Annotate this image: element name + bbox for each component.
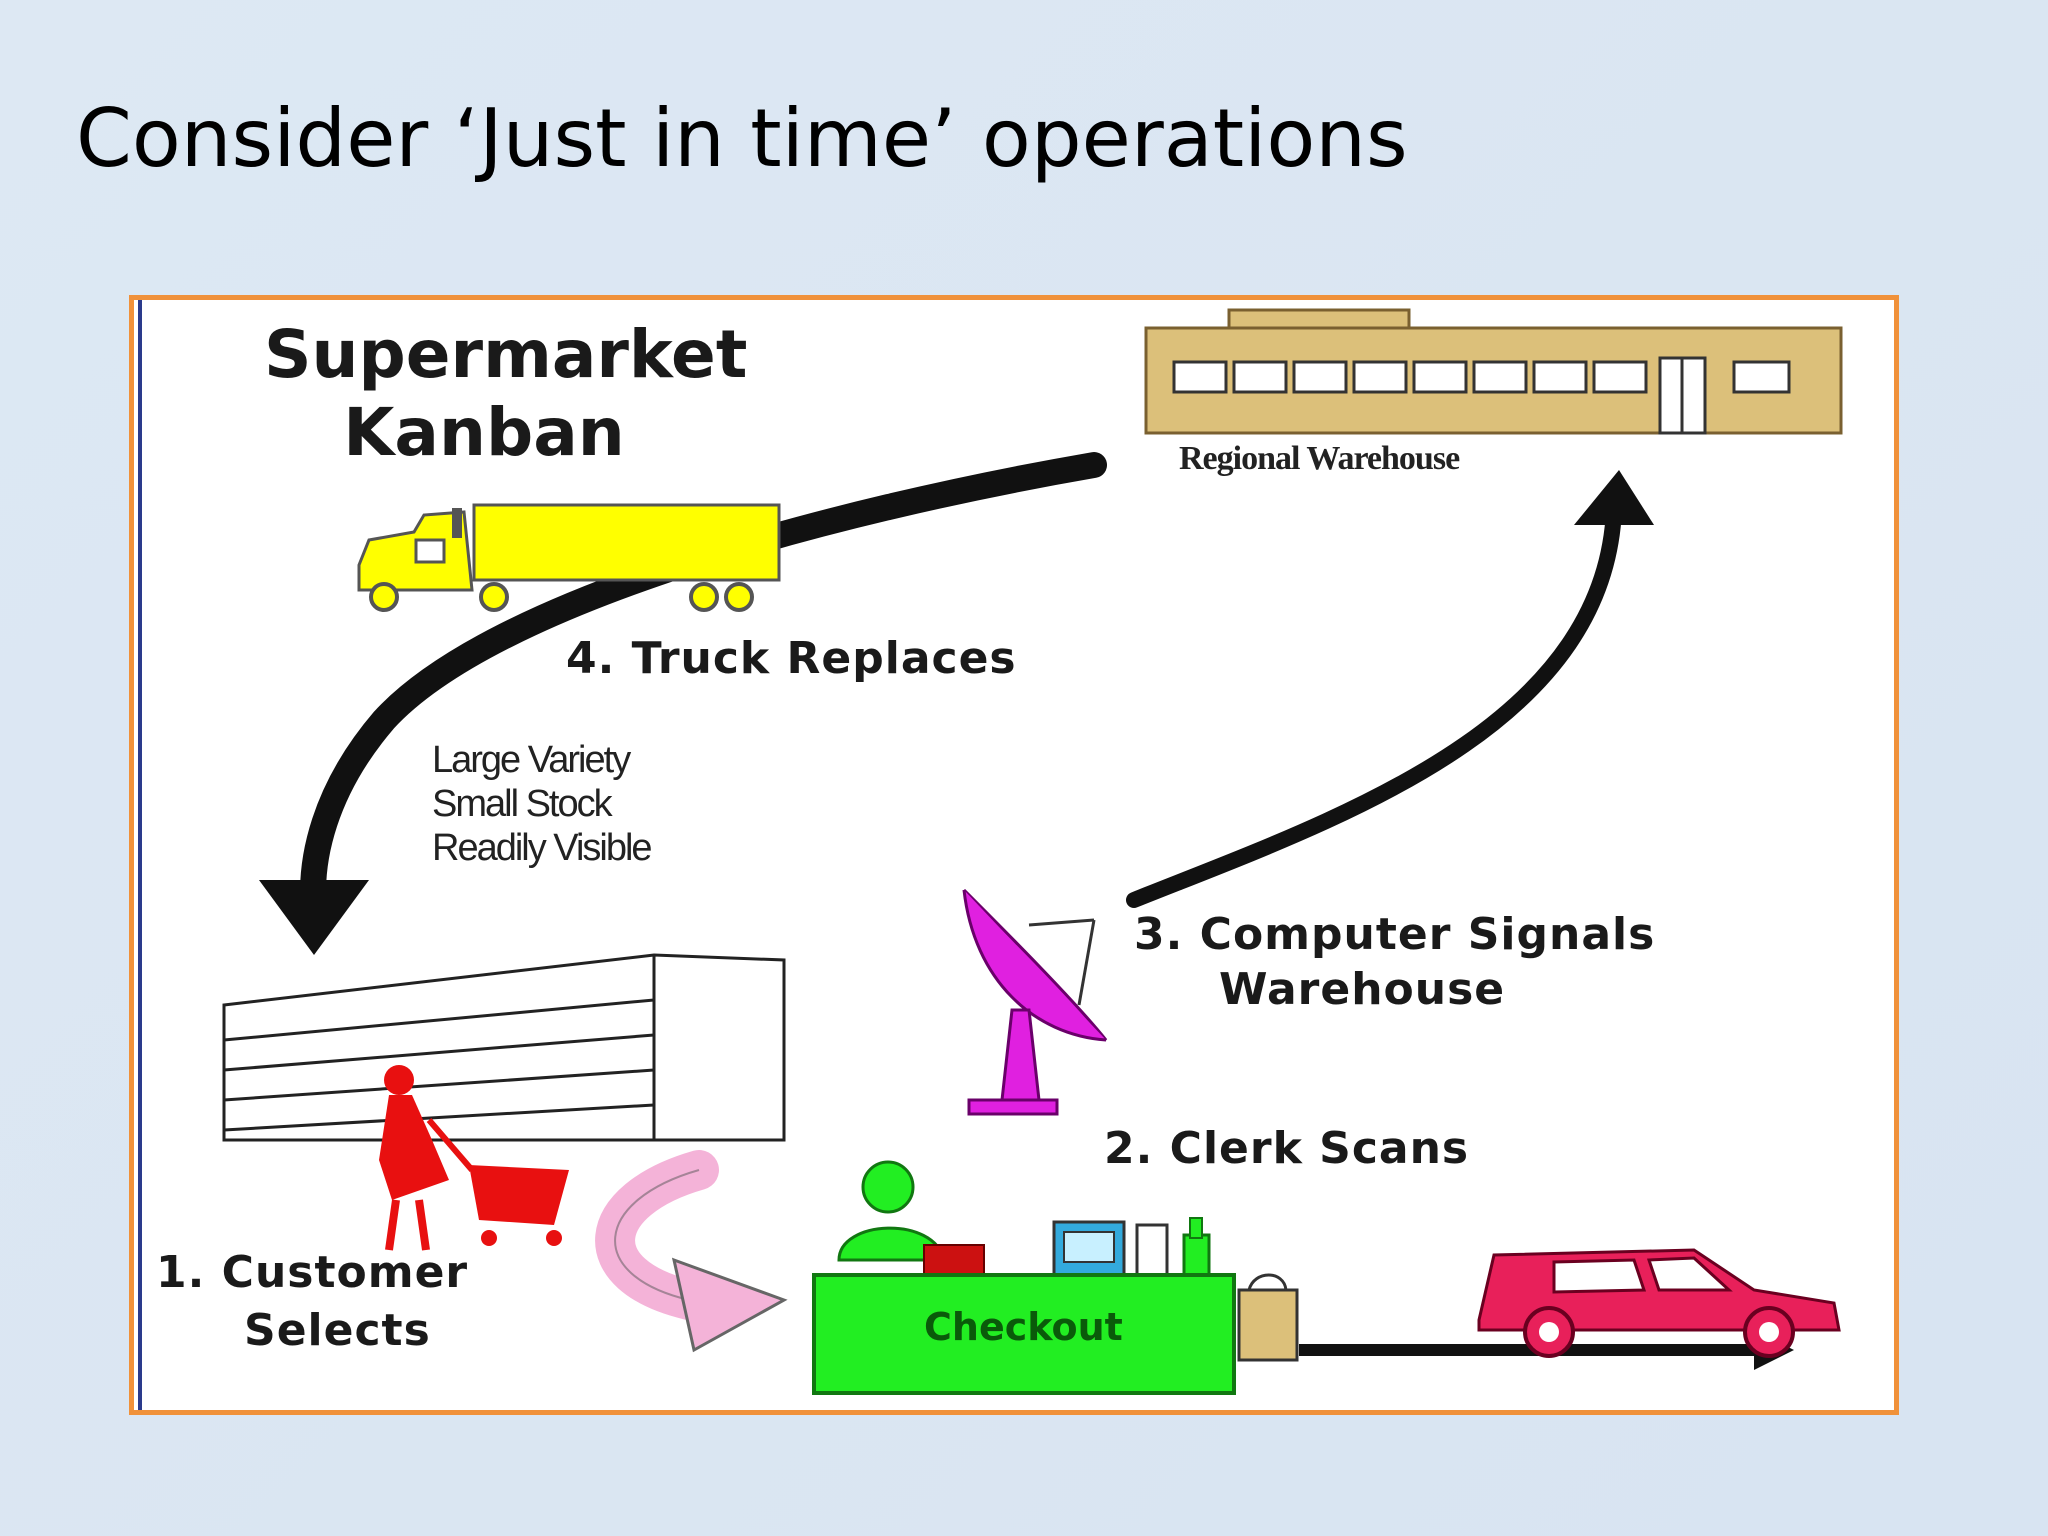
step-3-label-line1: 3. Computer Signals xyxy=(1134,909,1656,960)
signal-arrow-icon xyxy=(1126,470,1654,908)
step-1-label-line1: 1. Customer xyxy=(156,1247,469,1298)
stock-note-3: Readily Visible xyxy=(432,827,653,869)
step-3-label-line2: Warehouse xyxy=(1219,964,1506,1015)
customer-flow-arrow-icon xyxy=(595,1150,788,1353)
stock-note-1: Large Variety xyxy=(432,739,631,781)
customer-icon xyxy=(379,1065,569,1251)
slide-title: Consider ‘Just in time’ operations xyxy=(76,92,1408,185)
shopping-bag-icon xyxy=(1237,1273,1299,1362)
car-icon xyxy=(1477,1248,1841,1358)
checkout-label: Checkout xyxy=(924,1305,1123,1349)
truck-icon xyxy=(357,503,781,612)
replenish-arrow-icon xyxy=(259,452,1107,955)
register-icon xyxy=(1052,1217,1211,1282)
diagram-heading-line2: Kanban xyxy=(343,394,625,471)
satellite-dish-icon xyxy=(962,888,1108,1116)
kanban-diagram-graphics xyxy=(222,308,1843,1395)
step-2-label: 2. Clerk Scans xyxy=(1104,1123,1470,1174)
store-shelves-icon xyxy=(222,953,786,1142)
warehouse-label: Regional Warehouse xyxy=(1179,440,1460,477)
step-1-label-line2: Selects xyxy=(244,1305,431,1356)
frame-left-edge xyxy=(138,300,142,1410)
clerk-icon xyxy=(837,1160,985,1276)
kanban-diagram-frame: Supermarket Kanban Regional Warehouse 4.… xyxy=(129,295,1899,1415)
diagram-heading-line1: Supermarket xyxy=(264,316,748,393)
warehouse-icon xyxy=(1144,308,1843,435)
step-4-label: 4. Truck Replaces xyxy=(566,633,1017,684)
stock-note-2: Small Stock xyxy=(432,783,613,825)
checkout-counter-icon xyxy=(812,1273,1236,1395)
